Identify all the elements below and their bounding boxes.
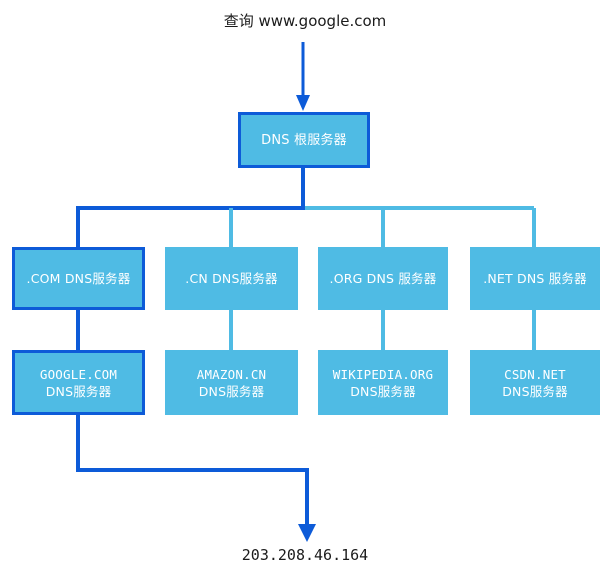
node-tld-cn[interactable]: .CN DNS服务器 xyxy=(165,247,298,310)
node-auth-google[interactable]: GOOGLE.COM DNS服务器 xyxy=(12,350,145,415)
node-dns-root[interactable]: DNS 根服务器 xyxy=(238,112,370,168)
node-auth-csdn-label: DNS服务器 xyxy=(502,383,568,399)
node-auth-wikipedia-domain: WIKIPEDIA.ORG xyxy=(332,366,434,382)
node-tld-cn-label: .CN DNS服务器 xyxy=(185,271,278,286)
node-tld-org-label: .ORG DNS 服务器 xyxy=(329,271,437,286)
node-auth-wikipedia-label: DNS服务器 xyxy=(350,383,416,399)
query-arrow-head xyxy=(296,95,310,111)
node-tld-com[interactable]: .COM DNS服务器 xyxy=(12,247,145,310)
query-label: 查询 www.google.com xyxy=(223,12,387,30)
node-tld-net-label: .NET DNS 服务器 xyxy=(483,271,587,286)
node-tld-com-label: .COM DNS服务器 xyxy=(26,271,131,286)
node-auth-csdn[interactable]: CSDN.NET DNS服务器 xyxy=(470,350,600,415)
answer-return-path xyxy=(76,415,309,527)
resolved-ip-label: 203.208.46.164 xyxy=(241,546,369,564)
node-auth-google-label: DNS服务器 xyxy=(45,383,112,399)
node-tld-net[interactable]: .NET DNS 服务器 xyxy=(470,247,600,310)
node-auth-amazon[interactable]: AMAZON.CN DNS服务器 xyxy=(165,350,298,415)
node-auth-amazon-domain: AMAZON.CN xyxy=(196,366,267,382)
node-auth-amazon-label: DNS服务器 xyxy=(198,383,265,399)
node-auth-google-domain: GOOGLE.COM xyxy=(39,366,118,382)
node-dns-root-label: DNS 根服务器 xyxy=(261,132,347,148)
node-auth-csdn-domain: CSDN.NET xyxy=(504,366,566,382)
answer-arrow-head xyxy=(298,524,316,542)
node-auth-wikipedia[interactable]: WIKIPEDIA.ORG DNS服务器 xyxy=(318,350,448,415)
node-tld-org[interactable]: .ORG DNS 服务器 xyxy=(318,247,448,310)
